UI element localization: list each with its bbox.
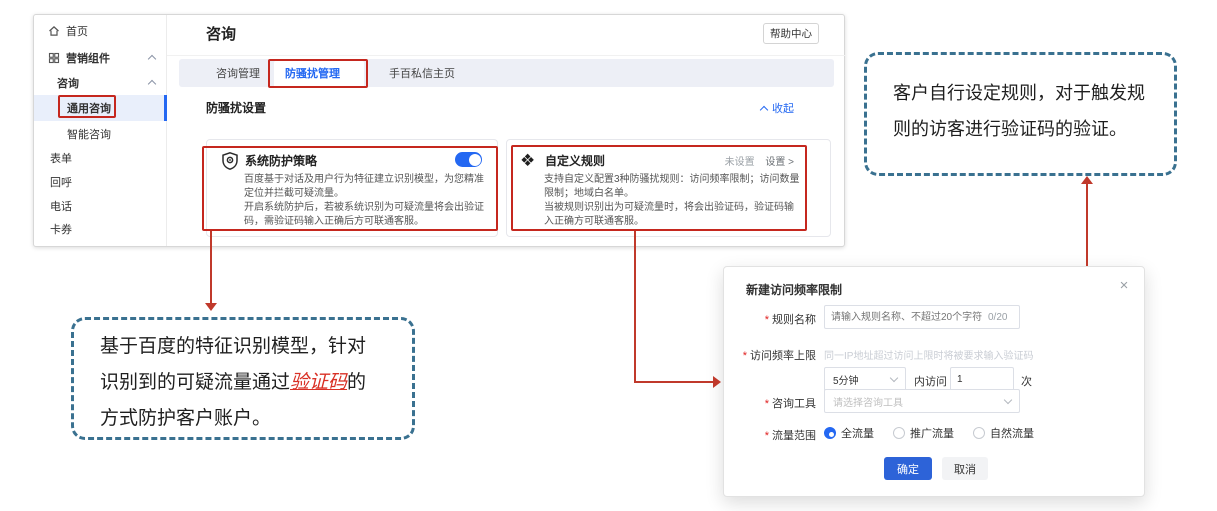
consult-tool-label: *咨询工具 <box>764 398 816 410</box>
tab-consult-management[interactable]: 咨询管理 <box>216 68 260 80</box>
shield-icon <box>220 151 240 171</box>
arrow-line-dialog-to-callout <box>1086 183 1088 266</box>
required-mark: * <box>742 350 747 362</box>
help-center-button[interactable]: 帮助中心 <box>763 23 819 44</box>
required-mark: * <box>764 398 769 410</box>
arrow-right-icon <box>713 376 721 388</box>
section-title: 防骚扰设置 <box>206 101 267 115</box>
sidebar-item-label: 回呼 <box>50 177 72 189</box>
sidebar-item-smart-consult[interactable]: 智能咨询 <box>34 123 167 145</box>
rule-name-label: *规则名称 <box>764 314 816 326</box>
sidebar-item-label: 智能咨询 <box>67 129 111 141</box>
main-panel: 咨询 帮助中心 咨询管理 防骚扰管理 手百私信主页 防骚扰设置 收起 系统防护策… <box>167 15 846 246</box>
sidebar-item-label: 咨询 <box>57 78 79 90</box>
sidebar-item-callback[interactable]: 回呼 <box>34 171 167 193</box>
app-window: 首页 营销组件 咨询 通用咨询 智能咨询 表单 回呼 电话 <box>33 14 846 247</box>
tab-anti-harassment[interactable]: 防骚扰管理 <box>285 68 340 80</box>
system-protection-card: 系统防护策略 百度基于对话及用户行为特征建立识别模型，为您精准定位并拦截可疑流量… <box>206 139 498 237</box>
period-select[interactable]: 5分钟 <box>824 367 906 391</box>
arrow-line-custom-vertical <box>634 231 636 383</box>
callout-custom-rules-note: 客户自行设定规则，对于触发规 则的访客进行验证码的验证。 <box>864 52 1177 176</box>
diamond-cluster-icon: ❖ <box>520 151 536 170</box>
tab-shoubai-private-message[interactable]: 手百私信主页 <box>389 68 455 80</box>
times-unit-text: 次 <box>1021 376 1032 388</box>
radio-icon <box>824 427 836 439</box>
sidebar-item-label: 卡券 <box>50 224 72 236</box>
radio-organic-traffic[interactable]: 自然流量 <box>973 425 1034 441</box>
char-counter: 0/20 <box>988 312 1008 323</box>
sidebar-item-label: 营销组件 <box>66 53 110 65</box>
sidebar-item-coupon[interactable]: 卡券 <box>34 218 167 240</box>
sidebar-item-label: 表单 <box>50 153 72 165</box>
card-description: 支持自定义配置3种防骚扰规则：访问频率限制；访问数量限制；地域白名单。 当被规则… <box>544 174 800 227</box>
sidebar-item-marketing-components[interactable]: 营销组件 <box>34 47 167 69</box>
highlighted-term: 验证码 <box>290 372 348 393</box>
card-description: 百度基于对话及用户行为特征建立识别模型，为您精准定位并拦截可疑流量。 开启系统防… <box>244 174 484 227</box>
header-divider <box>167 55 846 56</box>
chevron-up-icon <box>147 79 157 89</box>
dialog-title: 新建访问频率限制 <box>746 283 843 297</box>
sidebar-item-label: 电话 <box>50 201 72 213</box>
system-protection-toggle[interactable] <box>455 152 482 167</box>
sidebar-item-label: 通用咨询 <box>67 103 111 115</box>
chevron-up-icon <box>147 54 157 64</box>
traffic-scope-label: *流量范围 <box>764 430 816 442</box>
radio-all-traffic[interactable]: 全流量 <box>824 425 874 441</box>
radio-icon <box>893 427 905 439</box>
radio-icon <box>973 427 985 439</box>
sidebar-item-phone[interactable]: 电话 <box>34 195 167 217</box>
custom-rules-card: ❖ 自定义规则 未设置 设置 > 支持自定义配置3种防骚扰规则：访问频率限制；访… <box>506 139 831 237</box>
visit-count-input[interactable] <box>950 367 1014 391</box>
radio-promo-traffic[interactable]: 推广流量 <box>893 425 954 441</box>
required-mark: * <box>764 314 769 326</box>
sidebar-item-form[interactable]: 表单 <box>34 147 167 169</box>
status-text: 未设置 <box>724 157 755 168</box>
home-icon <box>48 25 60 37</box>
frequency-hint: 同一IP地址超过访问上限时将被要求输入验证码 <box>824 351 1034 362</box>
new-visit-frequency-dialog: 新建访问频率限制 × *规则名称 0/20 *访问频率上限 同一IP地址超过访问… <box>723 266 1145 497</box>
page-title: 咨询 <box>206 26 237 43</box>
card-meta: 未设置 设置 > <box>725 153 794 168</box>
grid-icon <box>48 52 60 64</box>
sidebar-item-home[interactable]: 首页 <box>34 20 167 42</box>
consult-tool-select[interactable]: 请选择咨询工具 <box>824 389 1020 413</box>
arrow-down-icon <box>205 303 217 311</box>
close-icon[interactable]: × <box>1119 277 1129 294</box>
within-visits-text: 内访问 <box>914 376 947 388</box>
sidebar-item-general-consult[interactable]: 通用咨询 <box>34 95 167 121</box>
chevron-up-icon <box>759 105 769 114</box>
sidebar-item-consult[interactable]: 咨询 <box>34 72 167 94</box>
callout-system-protection-note: 基于百度的特征识别模型，针对 识别到的可疑流量通过验证码的 方式防护客户账户。 <box>71 317 415 440</box>
frequency-limit-label: *访问频率上限 <box>742 350 816 362</box>
chevron-down-icon <box>1003 395 1013 404</box>
arrow-line-custom-horizontal <box>634 381 714 383</box>
active-item-indicator <box>164 95 167 121</box>
collapse-link[interactable]: 收起 <box>759 100 794 116</box>
required-mark: * <box>764 430 769 442</box>
confirm-button[interactable]: 确定 <box>884 457 932 480</box>
arrow-up-icon <box>1081 176 1093 184</box>
settings-link[interactable]: 设置 > <box>765 157 794 168</box>
rule-name-input[interactable] <box>824 305 1020 329</box>
card-title: 系统防护策略 <box>245 154 318 168</box>
sidebar-item-label: 首页 <box>66 26 88 38</box>
traffic-scope-radios: 全流量 推广流量 自然流量 <box>824 425 1034 441</box>
card-title: 自定义规则 <box>545 154 606 168</box>
cancel-button[interactable]: 取消 <box>942 457 988 480</box>
active-tab-background <box>274 61 364 90</box>
sidebar: 首页 营销组件 咨询 通用咨询 智能咨询 表单 回呼 电话 <box>34 15 167 246</box>
chevron-down-icon <box>889 373 899 382</box>
